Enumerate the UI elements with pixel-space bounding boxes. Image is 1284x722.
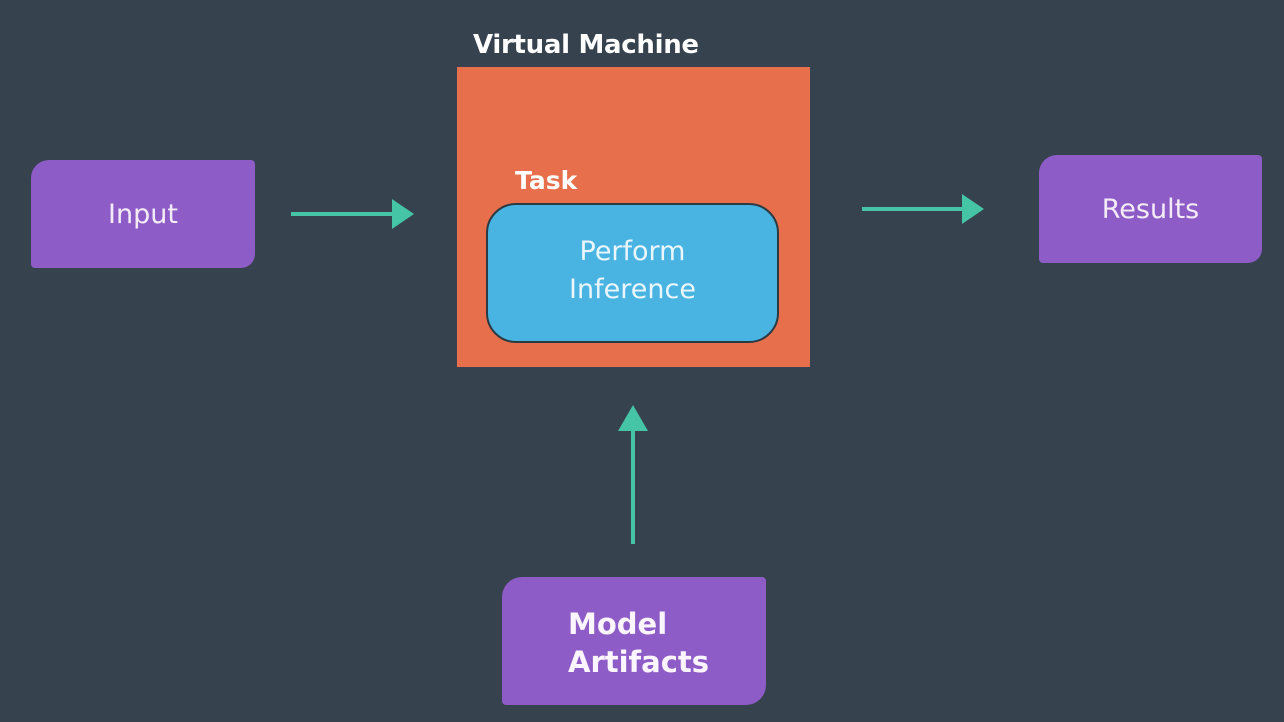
input-node: Input xyxy=(31,160,255,268)
results-node: Results xyxy=(1039,155,1262,263)
arrow-up-icon xyxy=(618,405,648,544)
arrow-right-icon xyxy=(291,199,414,229)
model-artifacts-line-2: Artifacts xyxy=(568,645,710,679)
inference-line-1: Perform xyxy=(579,236,686,267)
vm-title: Virtual Machine xyxy=(473,30,699,60)
inference-line-2: Inference xyxy=(569,274,696,305)
arrow-right-icon xyxy=(862,194,984,224)
results-label: Results xyxy=(1101,193,1200,225)
perform-inference-node: Perform Inference xyxy=(486,203,779,343)
model-artifacts-line-1: Model xyxy=(568,607,668,641)
task-label: Task xyxy=(515,166,578,195)
input-label: Input xyxy=(108,198,178,230)
model-artifacts-node: Model Artifacts xyxy=(502,577,766,705)
